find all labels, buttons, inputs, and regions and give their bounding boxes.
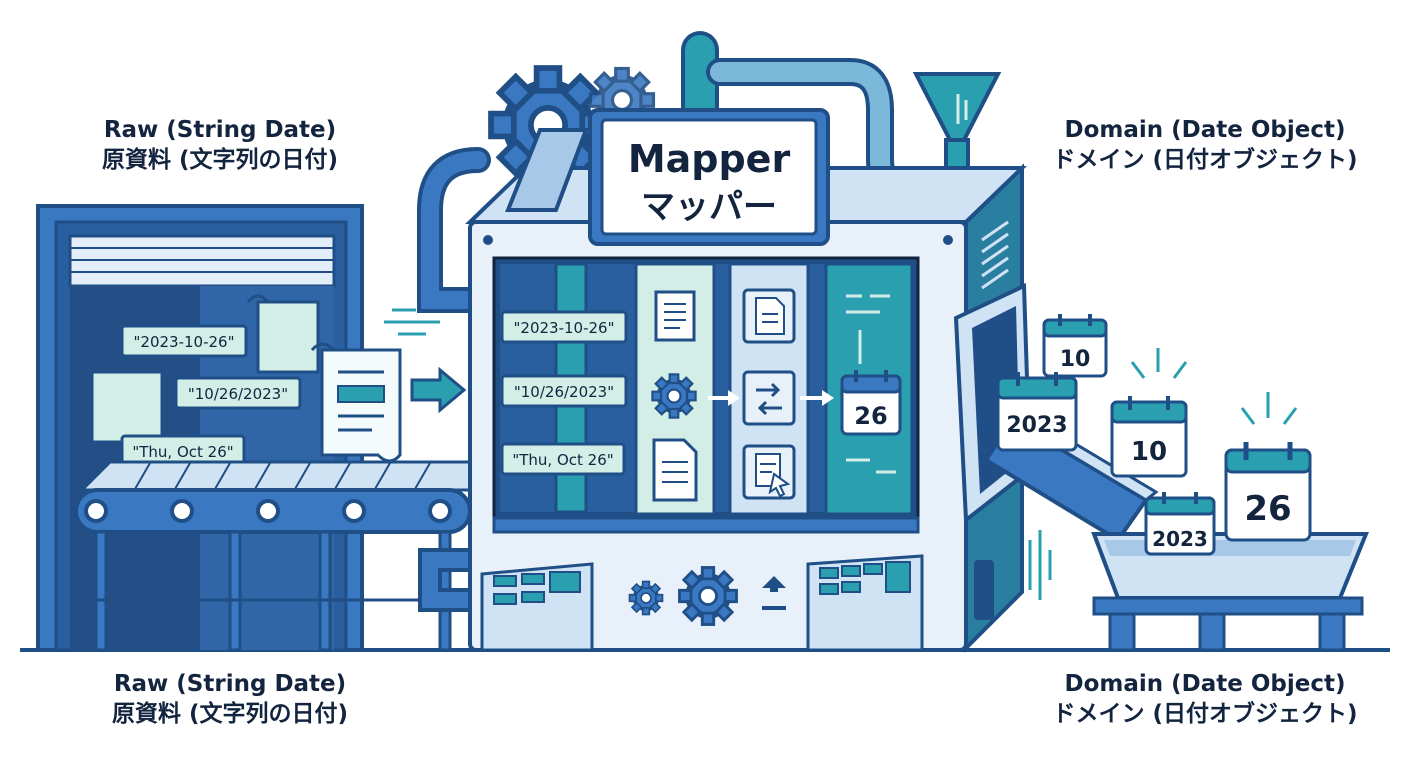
machine-tag-iso: "2023-10-26" xyxy=(500,310,628,344)
raw-tag-text: "Thu, Oct 26" xyxy=(120,434,246,468)
svg-text:"2023-10-26": "2023-10-26" xyxy=(134,333,235,351)
machine-title-ja: マッパー xyxy=(641,187,777,227)
swap-arrows-icon xyxy=(742,370,796,426)
svg-text:26: 26 xyxy=(1244,489,1291,529)
raw-caption-ja: 原資料 (文字列の日付) xyxy=(111,700,349,727)
gear-mount xyxy=(505,128,589,212)
gear-icon xyxy=(650,372,698,420)
control-panel-left xyxy=(480,562,594,652)
svg-text:2023: 2023 xyxy=(1006,413,1067,438)
raw-tag-iso: "2023-10-26" xyxy=(120,324,248,358)
raw-caption-en: Raw (String Date) xyxy=(103,117,337,143)
calendar-icon: 2023 xyxy=(996,372,1078,452)
calendar-icon: 26 xyxy=(1224,442,1312,542)
upload-icon xyxy=(762,576,786,610)
domain-caption-en: Domain (Date Object) xyxy=(1064,671,1346,697)
domain-caption-bottom: Domain (Date Object) ドメイン (日付オブジェクト) xyxy=(1010,670,1400,730)
svg-text:2023: 2023 xyxy=(1152,527,1208,551)
machine-tag-us: "10/26/2023" xyxy=(500,374,628,408)
paper-scroll-icon xyxy=(90,294,402,463)
machine-pipes xyxy=(417,31,924,612)
machine-tag-text: "Thu, Oct 26" xyxy=(500,442,626,476)
control-panel-right xyxy=(806,554,924,652)
calendar-icon: 10 xyxy=(1110,396,1188,478)
warehouse xyxy=(36,204,364,652)
raw-caption-ja: 原資料 (文字列の日付) xyxy=(101,146,339,173)
svg-text:"2023-10-26": "2023-10-26" xyxy=(514,319,615,337)
svg-text:"10/26/2023": "10/26/2023" xyxy=(514,383,614,401)
raw-caption-top: Raw (String Date) 原資料 (文字列の日付) xyxy=(40,116,400,176)
conveyor-belt xyxy=(74,460,472,652)
domain-caption-top: Domain (Date Object) ドメイン (日付オブジェクト) xyxy=(1010,116,1400,176)
calendar-icon: 26 xyxy=(840,370,902,436)
domain-caption-ja: ドメイン (日付オブジェクト) xyxy=(1052,700,1358,727)
calendar-icon: 2023 xyxy=(1144,492,1216,556)
machine-sign: Mapper マッパー xyxy=(588,108,830,246)
gear-icon xyxy=(628,580,664,616)
gear-icon xyxy=(677,565,739,627)
svg-text:"10/26/2023": "10/26/2023" xyxy=(188,385,288,403)
svg-text:"Thu, Oct 26": "Thu, Oct 26" xyxy=(132,443,233,461)
arrow-right-icon xyxy=(708,390,834,406)
funnel-icon xyxy=(912,72,1002,182)
sparkle-lines xyxy=(1130,348,1298,425)
document-icon xyxy=(652,438,698,502)
raw-caption-bottom: Raw (String Date) 原資料 (文字列の日付) xyxy=(50,670,410,730)
arrow-right-icon xyxy=(384,308,467,414)
svg-text:"Thu, Oct 26": "Thu, Oct 26" xyxy=(512,451,613,469)
calendar-icon: 10 xyxy=(1042,314,1108,378)
domain-caption-ja: ドメイン (日付オブジェクト) xyxy=(1052,146,1358,173)
raw-caption-en: Raw (String Date) xyxy=(113,671,347,697)
document-icon xyxy=(654,290,696,342)
output-bin xyxy=(1091,532,1369,652)
svg-text:10: 10 xyxy=(1131,437,1167,467)
machine-title-en: Mapper xyxy=(628,137,791,181)
document-cursor-icon xyxy=(742,444,796,500)
domain-caption-en: Domain (Date Object) xyxy=(1064,117,1346,143)
svg-text:10: 10 xyxy=(1060,347,1091,372)
raw-tag-us: "10/26/2023" xyxy=(174,376,302,410)
document-icon xyxy=(742,288,796,344)
svg-text:26: 26 xyxy=(854,402,887,430)
